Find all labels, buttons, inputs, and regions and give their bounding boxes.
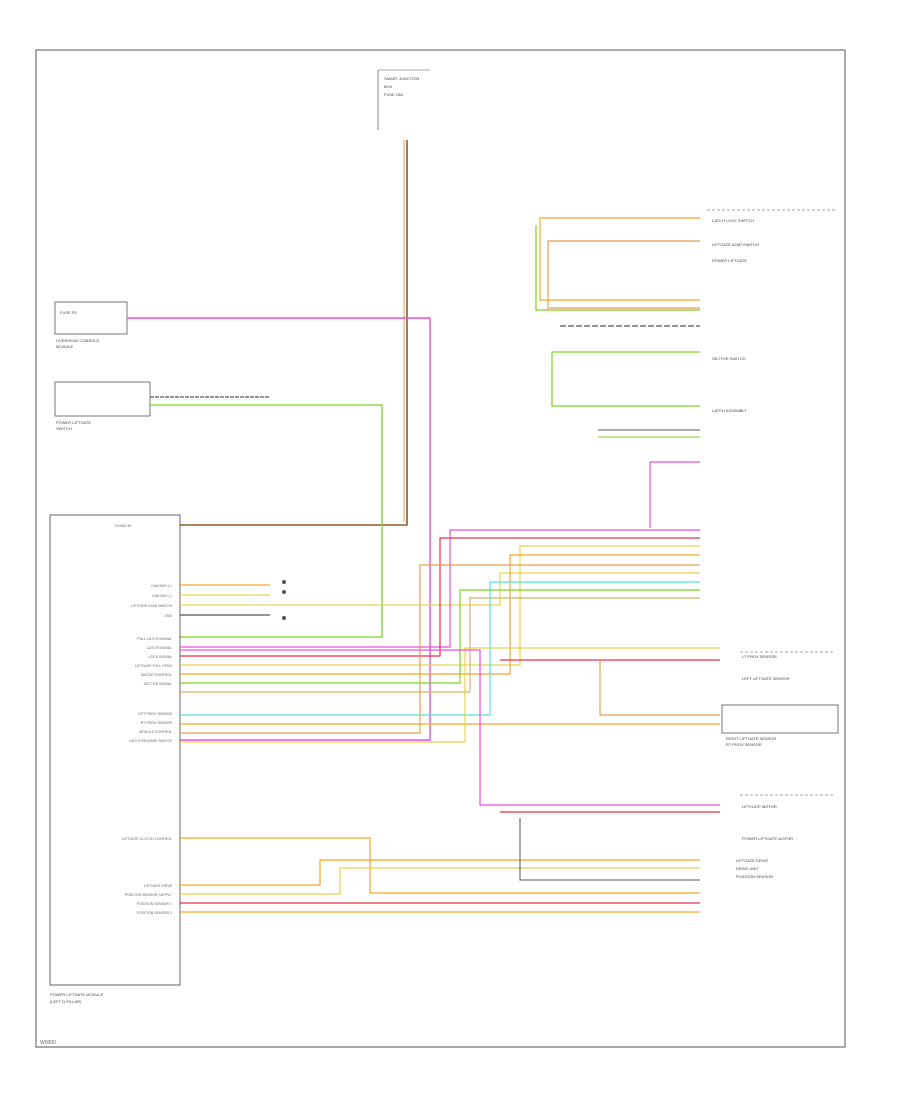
latch-signal-wire — [180, 529, 700, 648]
ground-dot — [282, 616, 286, 620]
fuse-box-label-2: BOX — [384, 84, 393, 89]
ajar-switch-wire — [180, 572, 700, 606]
pin-label: LATCH RELEASE SWITCH — [129, 739, 173, 743]
rt-prox-loop-wire — [599, 660, 720, 716]
overhead-console: FUSE F5 OVERHEAD CONSOLE MODULE — [54, 301, 128, 349]
pin-label: LIFT PROX SENSOR — [138, 712, 172, 716]
splice-dot — [282, 590, 286, 594]
module-name-1: POWER LIFTGATE MODULE — [50, 992, 104, 997]
full-open-wire — [180, 545, 700, 666]
drive-unit: LIFTGATE DRIVE DRIVE UNIT POSITION SENSO… — [736, 858, 773, 879]
pin-label: MODULE CONTROL — [139, 730, 172, 734]
liftgate-motor: LIFTGATE MOTOR POWER LIFTGATE MOTOR — [740, 794, 835, 841]
pin-label: LIFTGATE CLUTCH CONTROL — [122, 837, 172, 841]
diagram-border — [35, 49, 846, 1048]
motor-label-1: LIFTGATE MOTOR — [742, 804, 777, 809]
liftgate-drive-wire — [180, 859, 700, 886]
module-pin-labels: FUSED B+ CAN BUS (+) CAN BUS (-) LIFTGAT… — [115, 524, 173, 915]
pin-label: PULL LATCH SIGNAL — [137, 637, 172, 641]
right-mid-label-2: LATCH ASSEMBLY — [712, 408, 747, 413]
pin-label: LATCH SIGNAL — [147, 646, 172, 650]
position-supply-wire — [180, 867, 700, 895]
lock-signal-wire — [180, 537, 700, 657]
pin-label: RT PROX SENSOR — [141, 721, 173, 725]
lt-prox-sensor: LT PROX SENSOR LEFT LIFTGATE SENSOR — [740, 651, 835, 681]
overhead-signal-wire — [127, 317, 431, 741]
fused-power-wire — [180, 140, 408, 526]
pin-label: LIFTGATE DRIVE — [144, 884, 173, 888]
pin-label: LOCK SIGNAL — [149, 655, 172, 659]
motor-wire — [180, 649, 720, 806]
ajar-loop-wire — [539, 217, 700, 301]
pin-label: POSITION SENSOR SUPPLY — [125, 893, 173, 897]
pin-label: LIFTGATE FULL OPEN — [135, 664, 172, 668]
pin-label: SECTOR SIGNAL — [144, 682, 172, 686]
motor-label-2: POWER LIFTGATE MOTOR — [742, 836, 793, 841]
fuse-box: SMART JUNCTION BOX FUSE 15A — [377, 69, 430, 130]
fuse-box-label-3: FUSE 15A — [384, 92, 403, 97]
power-liftgate-module: POWER LIFTGATE MODULE (LEFT D-PILLAR) — [49, 514, 181, 1004]
lock-loop-wire — [547, 240, 700, 309]
drive-label-1: LIFTGATE DRIVE — [736, 858, 768, 863]
prox-left-label-1: LT PROX SENSOR — [742, 654, 777, 659]
pin-label: LIFTGATE AJAR SWITCH — [131, 604, 172, 608]
sector-signal-wire — [180, 589, 700, 684]
pin-label: CAN BUS (+) — [151, 584, 172, 588]
overhead-label-2: OVERHEAD CONSOLE — [56, 338, 99, 343]
pin-label: GND — [164, 614, 172, 618]
overhead-label-3: MODULE — [56, 344, 73, 349]
motor-control-wire — [180, 554, 700, 675]
module-control-wire — [180, 564, 700, 734]
right-top-label-2: LIFTGATE AJAR SWITCH — [712, 242, 759, 247]
sector-return-wire — [180, 597, 700, 693]
pin-label: POSITION SENSOR 2 — [137, 911, 172, 915]
pin-label: CAN BUS (-) — [152, 594, 172, 598]
latch-lock-switch: LATCH LOCK SWITCH LIFTGATE AJAR SWITCH P… — [707, 209, 835, 263]
pin-label: POSITION SENSOR 1 — [137, 902, 172, 906]
diagram-footer: W0000 — [40, 1040, 56, 1046]
switch-signal-wire — [150, 404, 383, 638]
rt-prox-sensor: RIGHT LIFTGATE SENSOR RT PROX SENSOR — [721, 704, 839, 747]
right-top-label-1: LATCH LOCK SWITCH — [712, 218, 754, 223]
switch-label-2: SWITCH — [56, 426, 72, 431]
clutch-control-wire — [180, 837, 700, 894]
right-top-label-3: POWER LIFTGATE — [712, 258, 747, 263]
drive-gnd-wire — [519, 818, 700, 881]
latch-release-wire — [180, 647, 720, 743]
overhead-label-1: FUSE F5 — [60, 310, 77, 315]
pin-label: MOTOR CONTROL — [141, 673, 172, 677]
drive-label-3: POSITION SENSOR — [736, 874, 773, 879]
power-liftgate-switch: POWER LIFTGATE SWITCH — [54, 381, 151, 431]
prox-right-label-2: RT PROX SENSOR — [726, 742, 762, 747]
pin-label: FUSED B+ — [115, 524, 132, 528]
sector-loop-wire — [551, 351, 700, 407]
module-name-2: (LEFT D-PILLAR) — [50, 999, 82, 1004]
drive-label-2: DRIVE UNIT — [736, 866, 759, 871]
fuse-box-label-1: SMART JUNCTION — [384, 76, 419, 81]
sector-switch: SECTOR SWITCH LATCH ASSEMBLY — [712, 356, 747, 413]
prox-right-label-1: RIGHT LIFTGATE SENSOR — [726, 736, 776, 741]
right-mid-label-1: SECTOR SWITCH — [712, 356, 746, 361]
prox-left-label-2: LEFT LIFTGATE SENSOR — [742, 676, 790, 681]
latch-branch-wire — [649, 461, 700, 528]
switch-label-1: POWER LIFTGATE — [56, 420, 91, 425]
lock-green-wire — [535, 225, 700, 311]
splice-dot — [282, 580, 286, 584]
